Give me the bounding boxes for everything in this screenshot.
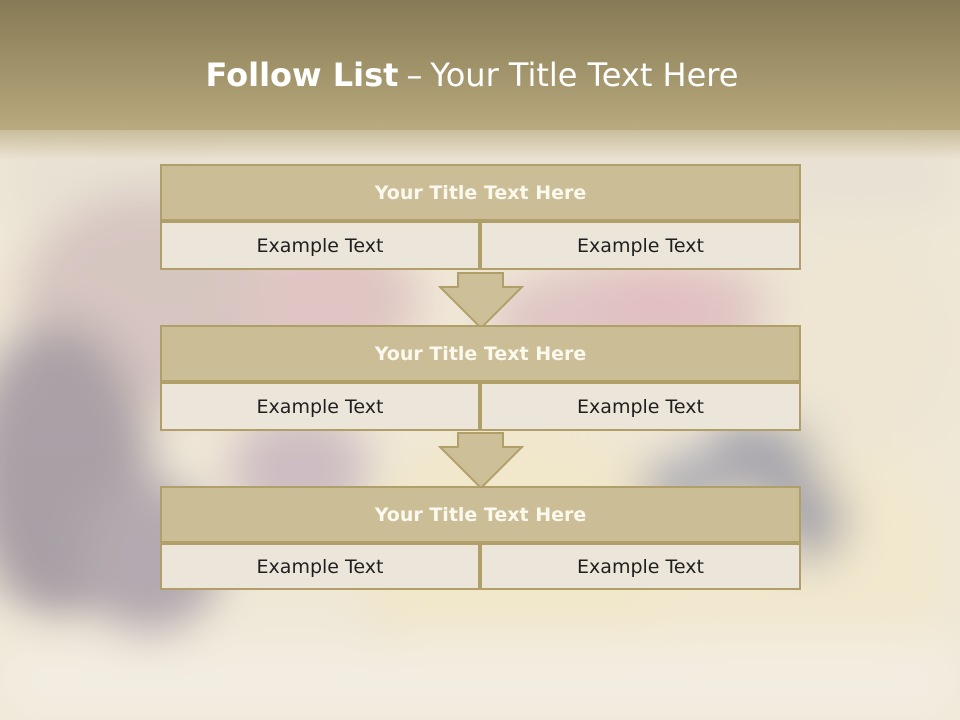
slide-title: Follow List–Your Title Text Here [0, 52, 944, 98]
slide-title-rest: Your Title Text Here [430, 56, 739, 94]
block-left-cell[interactable]: Example Text [160, 543, 480, 590]
block-title[interactable]: Your Title Text Here [160, 164, 801, 221]
down-arrow-icon [438, 272, 524, 330]
title-bar-fade [0, 120, 960, 160]
block-right-cell[interactable]: Example Text [480, 382, 801, 431]
block-right-cell[interactable]: Example Text [480, 543, 801, 590]
block-right-cell[interactable]: Example Text [480, 221, 801, 270]
slide-title-separator: – [406, 56, 423, 94]
block-title[interactable]: Your Title Text Here [160, 325, 801, 382]
block-left-cell[interactable]: Example Text [160, 382, 480, 431]
down-arrow-icon [438, 432, 524, 490]
slide-title-bold: Follow List [205, 56, 399, 94]
block-title[interactable]: Your Title Text Here [160, 486, 801, 543]
block-left-cell[interactable]: Example Text [160, 221, 480, 270]
title-bar [0, 0, 960, 130]
